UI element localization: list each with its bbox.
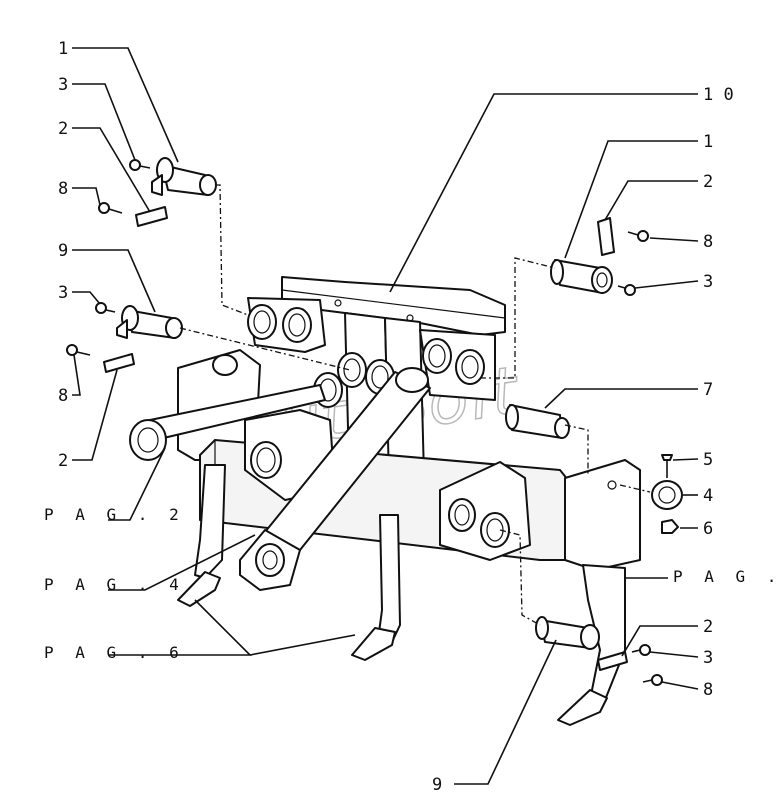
bolt-3-right [617,284,636,296]
nut-6 [661,519,679,534]
page-ref-6-left: P A G . 6 [44,643,185,662]
ripper-frame [177,276,641,571]
page-ref-6-right: P A G . 6 [673,567,779,586]
plate-2-top-left [135,206,168,227]
callout-3-bottom: 3 [703,648,713,668]
callout-2-bottom: 2 [703,617,713,637]
bolt-8-bottom [642,674,663,686]
pin-1-top-left [151,157,217,196]
plate-2-bottom [597,651,628,671]
callout-9-left: 9 [58,241,68,261]
callout-9-bottom: 9 [432,775,442,795]
callout-8-top-left: 8 [58,179,68,199]
bushing-4 [651,480,683,510]
callout-1-top-left: 1 [58,39,68,59]
ripper-shanks [177,464,626,726]
bolt-5 [661,454,673,478]
callout-2-top-left: 2 [58,119,68,139]
callout-4: 4 [703,486,713,506]
callout-5: 5 [703,450,713,470]
callout-8-left: 8 [58,386,68,406]
pin-1-right [550,259,613,294]
pin-7 [505,404,570,439]
callout-7: 7 [703,380,713,400]
callout-1-right: 1 [703,132,713,152]
leader-lines [72,47,699,785]
plate-2-right [597,217,615,256]
page-references: P A G . 2 P A G . 4 P A G . 6 P A G . 6 [44,505,779,662]
callout-8-bottom: 8 [703,680,713,700]
callout-10: 1 0 [703,85,734,105]
callout-3-left: 3 [58,283,68,303]
bolt-8-right [627,230,649,242]
bolt-8-top-left [98,202,123,214]
pin-9-left [116,305,183,339]
pin-9-bottom [535,616,600,650]
hydraulic-cylinder [129,367,431,591]
page-ref-4: P A G . 4 [44,575,185,594]
assembly-lines [179,184,651,626]
callout-3-top-left: 3 [58,75,68,95]
bolt-3-left [95,302,116,314]
callout-labels: 1 3 2 8 9 3 8 2 1 0 1 2 8 3 7 5 4 6 2 3 … [58,39,734,795]
bolt-3-bottom [631,644,651,656]
bolt-3-top-left [129,159,151,171]
page-ref-2: P A G . 2 [44,505,185,524]
callout-6: 6 [703,519,713,539]
plate-2-left [103,353,135,373]
callout-8-right: 8 [703,232,713,252]
bolt-8-left [66,344,91,356]
callout-3-right: 3 [703,272,713,292]
callout-2-right: 2 [703,172,713,192]
callout-2-left: 2 [58,451,68,471]
